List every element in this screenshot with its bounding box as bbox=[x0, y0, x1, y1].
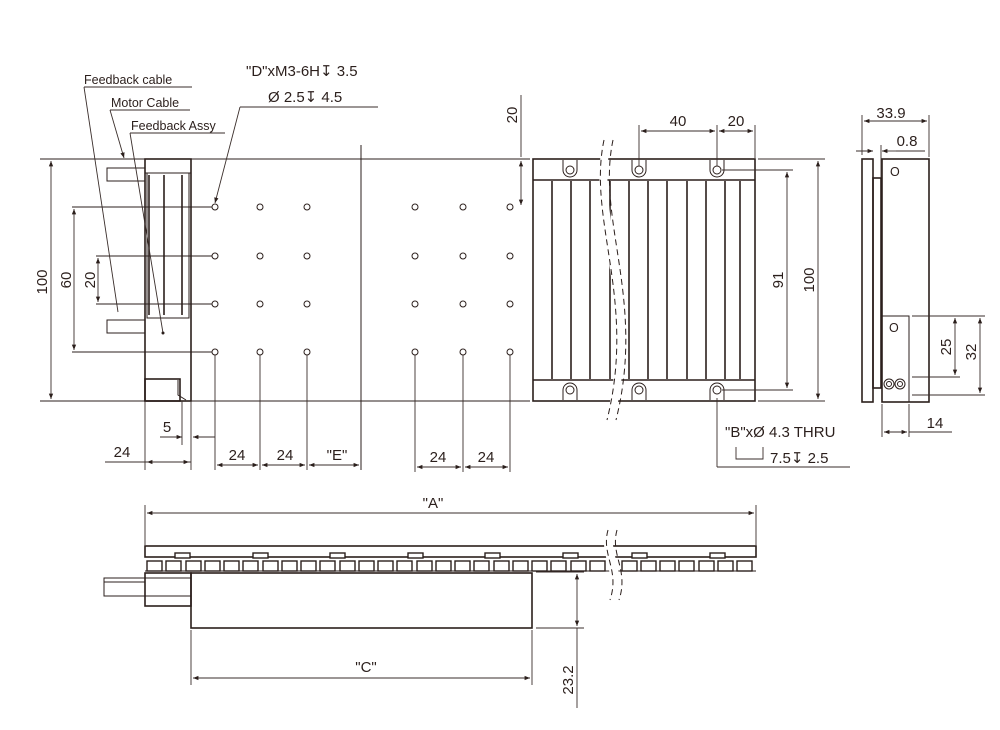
callouts: Feedback cable Motor Cable Feedback Assy… bbox=[83, 63, 378, 335]
svg-text:O: O bbox=[889, 321, 899, 335]
label-feedback-cable: Feedback cable bbox=[84, 73, 172, 87]
svg-text:O: O bbox=[890, 165, 900, 179]
dim-20-top: 20 bbox=[504, 107, 521, 124]
bolt-heads bbox=[174, 552, 726, 559]
dim-33-9: 33.9 bbox=[876, 105, 905, 122]
label-mount-holes-2: 7.5↧ 2.5 bbox=[770, 450, 828, 467]
forcer-top-view bbox=[40, 145, 530, 472]
dim-24-c: 24 bbox=[430, 449, 447, 466]
magnet-track-dimensions: 20 40 20 91 100 "B"xØ 4.3 THRU 7.5↧ 2.5 bbox=[504, 95, 850, 468]
dim-14: 14 bbox=[927, 415, 944, 432]
dim-0-8: 0.8 bbox=[897, 133, 918, 150]
mount-holes bbox=[562, 160, 725, 400]
dim-20-pitch: 20 bbox=[82, 272, 99, 289]
dim-25: 25 bbox=[938, 339, 955, 356]
dim-40: 40 bbox=[670, 113, 687, 130]
dim-24-b: 24 bbox=[277, 447, 294, 464]
dim-24-a: 24 bbox=[229, 447, 246, 464]
end-view: O O 33.9 0.8 25 32 14 bbox=[856, 105, 985, 437]
magnet-track-view bbox=[532, 139, 756, 421]
magnet-bars bbox=[551, 181, 741, 379]
dim-C: "C" bbox=[355, 659, 376, 676]
side-view: "A" bbox=[103, 495, 757, 708]
tap-hole-grid bbox=[211, 203, 514, 356]
dim-A: "A" bbox=[423, 495, 444, 512]
label-mount-holes-1: "B"xØ 4.3 THRU bbox=[725, 424, 835, 441]
label-tap-holes-1: "D"xM3-6H↧ 3.5 bbox=[246, 63, 358, 80]
dim-100-right: 100 bbox=[801, 267, 818, 292]
dim-32: 32 bbox=[963, 344, 980, 361]
dim-20-end: 20 bbox=[728, 113, 745, 130]
dim-24-left: 24 bbox=[114, 444, 131, 461]
dim-100-left: 100 bbox=[34, 269, 51, 294]
dim-23-2: 23.2 bbox=[560, 665, 577, 694]
dim-60: 60 bbox=[58, 272, 75, 289]
dim-91: 91 bbox=[770, 272, 787, 289]
label-tap-holes-2: Ø 2.5↧ 4.5 bbox=[268, 89, 342, 106]
label-feedback-assy: Feedback Assy bbox=[131, 119, 217, 133]
magnet-row bbox=[146, 560, 753, 572]
top-view-dimensions: 100 60 20 5 24 24 24 "E" 24 24 bbox=[34, 161, 508, 470]
dim-24-d: 24 bbox=[478, 449, 495, 466]
dim-E: "E" bbox=[327, 447, 348, 464]
dim-5: 5 bbox=[163, 419, 171, 436]
label-motor-cable: Motor Cable bbox=[111, 96, 179, 110]
